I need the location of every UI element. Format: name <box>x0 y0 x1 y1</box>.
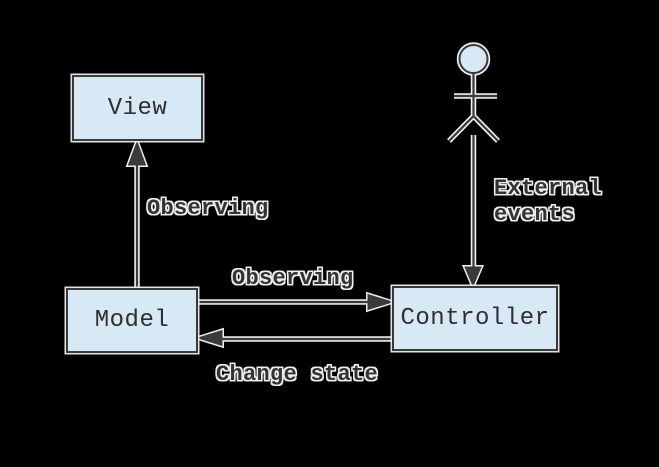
arrow-controller-to-model <box>191 327 392 349</box>
controller-node-label: Controller <box>400 305 550 332</box>
controller-node: Controller <box>392 286 558 351</box>
edge-label-change-state: Change state <box>216 362 379 387</box>
arrow-model-to-view <box>125 136 149 288</box>
view-node-label: View <box>107 94 168 122</box>
edge-label-observing-controller: Observing <box>232 266 354 291</box>
model-node-label: Model <box>94 307 170 334</box>
arrow-actor-to-controller <box>461 135 485 292</box>
model-node: Model <box>66 288 198 353</box>
edge-label-external-events: External events <box>494 176 603 227</box>
view-node: View <box>72 75 203 141</box>
edge-label-observing-view: Observing <box>147 196 269 221</box>
arrow-model-to-controller <box>198 291 399 313</box>
actor-icon <box>447 42 500 143</box>
